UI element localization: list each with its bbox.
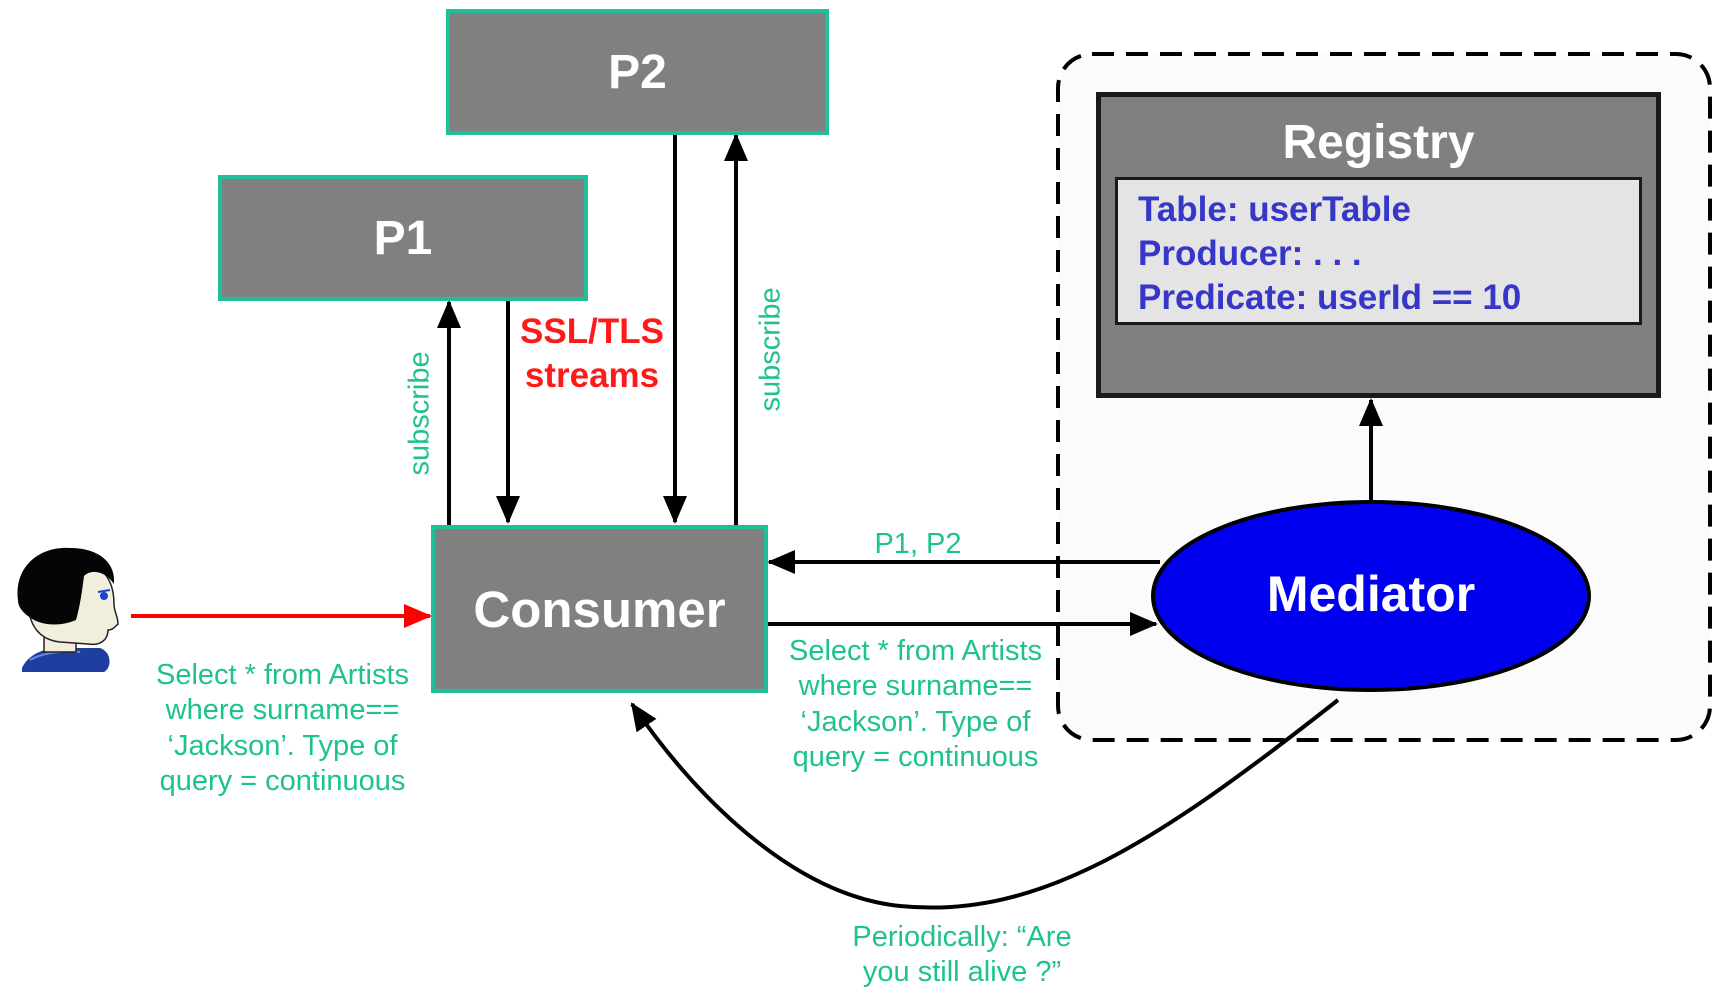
registry-title: Registry: [1282, 116, 1475, 169]
producer-p2-label: P2: [608, 45, 667, 99]
producer-p1-box: P1: [218, 175, 588, 301]
user-query-line2: where surname==: [165, 694, 400, 727]
mediator-label: Mediator: [1266, 566, 1476, 622]
ssl-tls-line2: streams: [524, 356, 660, 395]
mediator-query-line3: ‘Jackson’. Type of: [800, 705, 1031, 738]
mediator-query-line1: Select * from Artists: [788, 635, 1042, 667]
p1-p2-label: P1, P2: [874, 528, 962, 560]
producer-p2-box: P2: [446, 9, 829, 135]
mediator-query-text: Select * from Artists where surname== ‘J…: [763, 634, 1068, 776]
mediator-ellipse: [1151, 500, 1591, 692]
ssl-tls-label: SSL/TLS streams: [514, 310, 670, 398]
registry-box: Registry Table: userTable Producer: . . …: [1096, 92, 1661, 398]
mediator-query-line4: query = continuous: [792, 741, 1039, 774]
ssl-tls-line1: SSL/TLS: [520, 312, 664, 351]
user-query-line3: ‘Jackson’. Type of: [167, 729, 398, 762]
registry-entry-producer: Producer: . . .: [1138, 234, 1362, 273]
mediator-query-line2: where surname==: [798, 670, 1033, 703]
registry-entry-table: Table: userTable: [1138, 190, 1411, 229]
consumer-label: Consumer: [473, 580, 726, 638]
user-query-text: Select * from Artists where surname== ‘J…: [130, 658, 435, 800]
alive-check-line2: you still alive ?”: [862, 956, 1062, 989]
user-query-line1: Select * from Artists: [155, 659, 409, 691]
producer-p1-label: P1: [373, 211, 433, 265]
alive-check-line1: Periodically: “Are: [852, 921, 1072, 953]
user-head-icon: [17, 547, 119, 672]
consumer-box: Consumer: [431, 525, 768, 693]
alive-check-text: Periodically: “Are you still alive ?”: [812, 920, 1112, 991]
subscribe-label-p1: subscribe: [403, 351, 436, 476]
registry-entry-predicate: Predicate: userId == 10: [1138, 278, 1522, 317]
user-query-line4: query = continuous: [159, 765, 406, 798]
subscribe-label-p2: subscribe: [754, 287, 787, 412]
arrow-alive-check-curve: [630, 698, 1340, 910]
registry-entry-panel: Table: userTable Producer: . . . Predica…: [1115, 177, 1642, 325]
